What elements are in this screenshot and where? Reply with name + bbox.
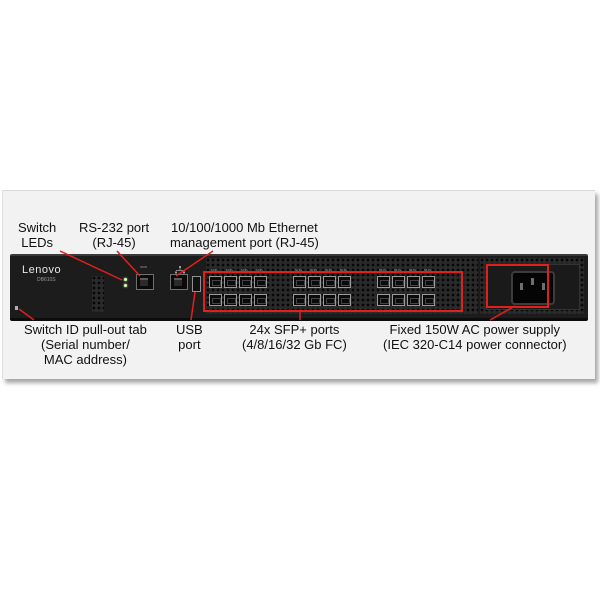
- switch-led: [124, 284, 127, 287]
- callout-rs232-port: RS-232 port (RJ-45): [79, 220, 150, 250]
- sfp-port[interactable]: [377, 276, 390, 288]
- sfp-port-label: SFP+: [340, 268, 348, 272]
- leader-psu: [489, 305, 516, 321]
- sfp-port[interactable]: [239, 294, 252, 306]
- sfp-port[interactable]: [323, 276, 336, 288]
- sfp-port[interactable]: [392, 294, 405, 306]
- sfp-port[interactable]: [224, 294, 237, 306]
- sfp-port-label: SFP+: [379, 268, 387, 272]
- sfp-port-label: SFP+: [295, 268, 303, 272]
- sfp-port[interactable]: [422, 294, 435, 306]
- sfp-port-label: SFP+: [394, 268, 402, 272]
- sfp-port[interactable]: [239, 276, 252, 288]
- sfp-port-label: SFP+: [211, 268, 219, 272]
- leader-switch-id: [18, 308, 35, 321]
- callout-ethernet-port: 10/100/1000 Mb Ethernet management port …: [170, 220, 319, 250]
- sfp-port-label: SFP+: [325, 268, 333, 272]
- switch-led: [124, 278, 127, 281]
- sfp-port[interactable]: [407, 294, 420, 306]
- sfp-port-label: SFP+: [424, 268, 432, 272]
- callout-switch-id-tab: Switch ID pull-out tab (Serial number/ M…: [24, 322, 147, 367]
- sfp-port-label: SFP+: [409, 268, 417, 272]
- sfp-port-label: SFP+: [256, 268, 264, 272]
- sfp-port-label: SFP+: [241, 268, 249, 272]
- switch-id-pull-out-tab[interactable]: [15, 306, 18, 310]
- sfp-port[interactable]: [293, 294, 306, 306]
- sfp-port-label: SFP+: [226, 268, 234, 272]
- sfp-port[interactable]: [209, 294, 222, 306]
- usb-port[interactable]: [192, 276, 201, 292]
- sfp-port[interactable]: [254, 276, 267, 288]
- callout-switch-leds: Switch LEDs: [18, 220, 57, 250]
- sfp-port[interactable]: [224, 276, 237, 288]
- rs232-port-label: IOIOI: [140, 265, 148, 269]
- sfp-highlight-box: [203, 271, 463, 312]
- sfp-port[interactable]: [377, 294, 390, 306]
- sfp-port[interactable]: [323, 294, 336, 306]
- sfp-port[interactable]: [254, 294, 267, 306]
- leader-ethernet: [175, 250, 214, 277]
- network-icon: [175, 261, 185, 274]
- psu-highlight-box: [486, 264, 549, 308]
- sfp-port[interactable]: [338, 276, 351, 288]
- rs232-port[interactable]: [136, 274, 154, 290]
- leader-switch-leds: [59, 250, 123, 281]
- callout-usb-port: USB port: [176, 322, 203, 352]
- sfp-port[interactable]: [308, 276, 321, 288]
- sfp-port[interactable]: [407, 276, 420, 288]
- sfp-port[interactable]: [209, 276, 222, 288]
- sfp-port[interactable]: [392, 276, 405, 288]
- left-vent: [92, 276, 104, 312]
- sfp-port[interactable]: [293, 276, 306, 288]
- sfp-port-label: SFP+: [310, 268, 318, 272]
- leader-rs232: [116, 250, 141, 277]
- sfp-port[interactable]: [338, 294, 351, 306]
- model-number: DB610S: [37, 277, 56, 283]
- callout-power-supply: Fixed 150W AC power supply (IEC 320-C14 …: [383, 322, 567, 352]
- sfp-port[interactable]: [422, 276, 435, 288]
- leader-usb: [190, 291, 196, 321]
- brand-logo: Lenovo: [22, 264, 62, 276]
- sfp-port[interactable]: [308, 294, 321, 306]
- callout-sfp-ports: 24x SFP+ ports (4/8/16/32 Gb FC): [242, 322, 347, 352]
